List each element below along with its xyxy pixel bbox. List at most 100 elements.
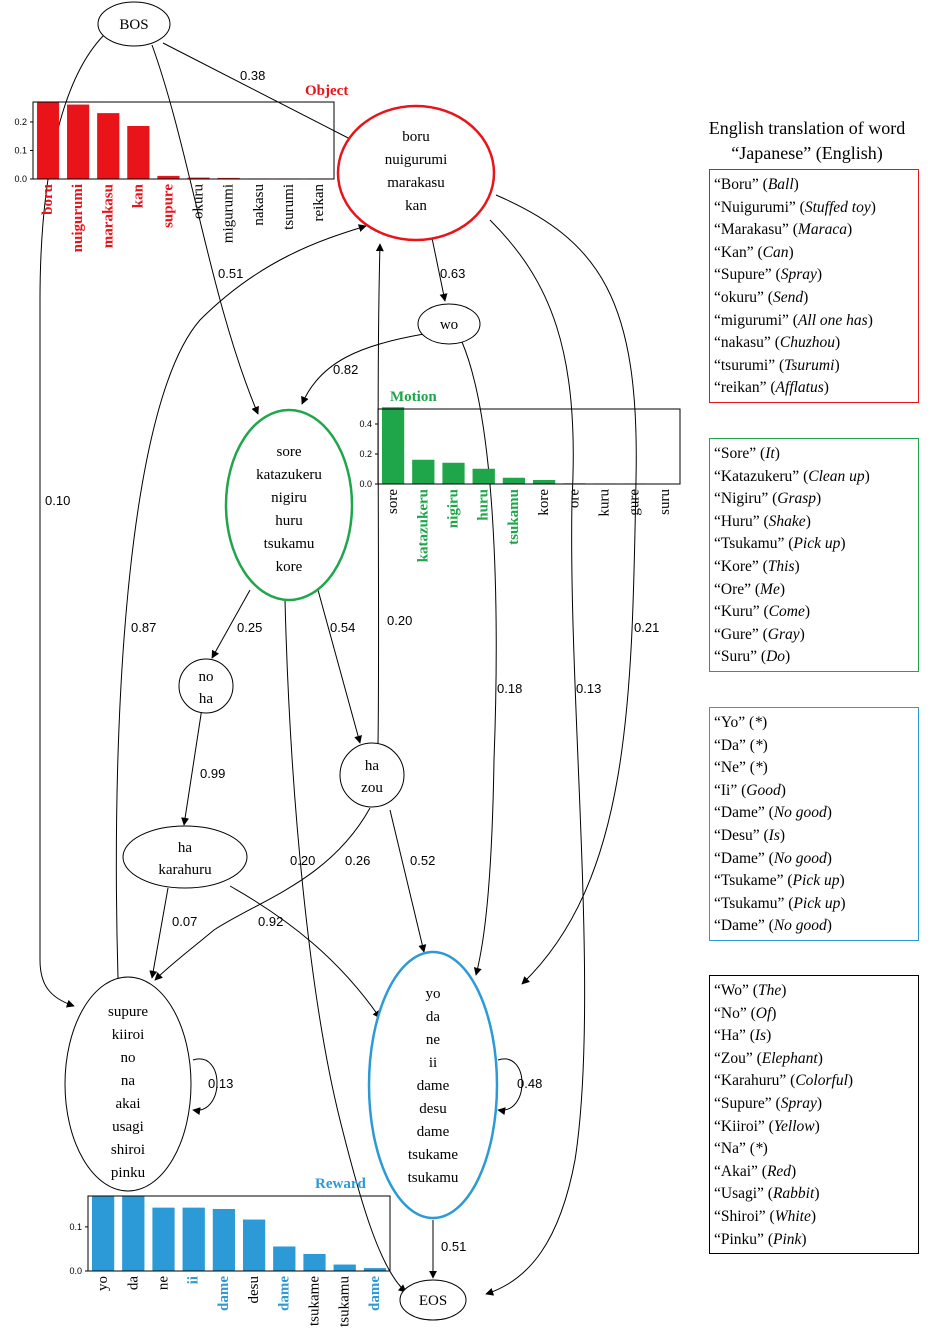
edge-label-supure-self: 0.13 — [208, 1076, 233, 1091]
chart-ytick-label: 0.2 — [359, 449, 372, 459]
translation-meaning: Colorful — [795, 1072, 848, 1090]
edge-label-hakara-reward: 0.92 — [258, 914, 283, 929]
translation-entry: “Katazukeru” (Clean up) — [714, 467, 870, 485]
translation-box-function: “Wo” (The)“No” (Of)“Ha” (Is)“Zou” (Eleph… — [709, 975, 919, 1255]
chart-bar — [412, 459, 435, 485]
edge-bos-motion — [151, 44, 259, 415]
edge-label-bos-motion: 0.51 — [218, 266, 243, 281]
translation-word: “Dame” — [714, 804, 765, 822]
chart-ytick-label: 0.2 — [14, 117, 27, 127]
node-motion-word-5: kore — [276, 559, 303, 575]
translation-entry: “okuru” (Send) — [714, 288, 809, 306]
node-eos: EOS — [399, 1279, 467, 1321]
translation-meaning: Send — [772, 288, 804, 306]
edge-label-object-eos: 0.13 — [576, 681, 601, 696]
edge-object-eos — [485, 219, 586, 1296]
node-reward-word-7: tsukame — [408, 1147, 458, 1163]
chart-bar — [122, 1195, 145, 1272]
translation-meaning: All one has — [797, 311, 868, 329]
edge-label-bos-supure: 0.10 — [45, 493, 70, 508]
edges — [39, 34, 637, 1296]
node-reward-word-1: da — [426, 1009, 441, 1025]
translation-entry: “Ha” (Is) — [714, 1027, 772, 1045]
edge-label-object-reward: 0.21 — [634, 620, 659, 635]
edge-label-noha-hakara: 0.99 — [200, 766, 225, 781]
translation-word: “Wo” — [714, 982, 749, 999]
edge-label-hazou-object: 0.20 — [387, 613, 412, 628]
chart-category-label: kan — [130, 183, 146, 208]
chart-ytick-label: 0.1 — [69, 1222, 82, 1232]
translation-entry: “Marakasu” (Maraca) — [714, 221, 853, 239]
chart-bar — [212, 1208, 236, 1272]
translation-entry: “No” (Of) — [714, 1004, 777, 1022]
edge-hazou-reward — [389, 809, 427, 953]
translation-meaning: Pick up — [793, 535, 841, 553]
translation-meaning: Pink — [772, 1230, 802, 1248]
translation-title-line2: “Japanese” (English) — [731, 143, 883, 163]
translation-entry: “Kiiroi” (Yellow) — [714, 1117, 820, 1135]
edge-label-wo-motion: 0.82 — [333, 362, 358, 377]
node-supure-word-6: shiroi — [111, 1142, 145, 1158]
translation-meaning: Is — [754, 1027, 767, 1045]
edge-noha-hakara — [181, 707, 203, 826]
translation-entry: “Tsukamu” (Pick up) — [714, 535, 846, 553]
node-object-word-1: nuigurumi — [385, 152, 448, 168]
translation-word: “Tsukame” — [714, 872, 784, 890]
node-hakara-word-0: ha — [178, 840, 193, 856]
translation-word: “Gure” — [714, 625, 759, 643]
translation-word: “Karahuru” — [714, 1072, 787, 1090]
node-reward-word-0: yo — [426, 986, 441, 1002]
node-reward-word-5: desu — [419, 1101, 447, 1117]
edge-label-hazou-supure: 0.26 — [345, 853, 370, 868]
edge-label-bos-object: 0.38 — [240, 68, 265, 83]
node-hazou-word-1: zou — [361, 780, 383, 796]
translation-word: “Kan” — [714, 243, 754, 261]
translation-entry: “Supure” (Spray) — [714, 266, 823, 284]
node-eos-label: EOS — [419, 1293, 447, 1309]
translation-meaning: White — [774, 1207, 811, 1225]
chart-bar — [273, 1246, 296, 1272]
translation-word: “Tsukamu” — [714, 535, 785, 553]
translation-meaning: Afflatus — [775, 379, 824, 397]
translation-word: “reikan” — [714, 379, 767, 397]
chart-category-label: nakasu — [251, 184, 267, 226]
translation-word: “Ore” — [714, 580, 751, 598]
chart-frame — [32, 101, 335, 180]
translation-meaning: * — [754, 736, 763, 754]
translation-entry: “Zou” (Elephant) — [714, 1049, 823, 1067]
translation-entry: “tsurumi” (Tsurumi) — [714, 356, 840, 374]
translation-entry: “Pinku” (Pink) — [714, 1230, 807, 1248]
translation-entry: “Shiroi” (White) — [714, 1207, 817, 1225]
chart-frame — [377, 408, 681, 485]
edge-label-wo-reward: 0.18 — [497, 681, 522, 696]
chart-ytick-label: 0.0 — [14, 174, 27, 184]
translation-word: “Sore” — [714, 445, 757, 462]
translation-meaning: No good — [773, 917, 827, 935]
node-supure-word-2: no — [121, 1050, 136, 1066]
translation-meaning: Do — [766, 648, 786, 666]
translation-meaning: Me — [760, 580, 780, 598]
translation-word: “Zou” — [714, 1049, 753, 1067]
node-hazou-word-0: ha — [365, 758, 380, 774]
edge-label-hazou-reward: 0.52 — [410, 853, 435, 868]
translation-entry: “Desu” (Is) — [714, 826, 786, 844]
translation-meaning: This — [767, 557, 795, 575]
chart-category-label: kore — [536, 489, 552, 516]
edge-hazou-object — [375, 243, 384, 746]
translation-word: “Ii” — [714, 781, 738, 799]
translation-meaning: No good — [773, 849, 827, 867]
translation-word: “Kore” — [714, 557, 759, 575]
chart-bar — [442, 462, 465, 485]
chart-category-label: dame — [367, 1276, 383, 1311]
translation-word: “Ne” — [714, 759, 746, 777]
chart-category-label: sore — [385, 489, 401, 514]
translation-meaning: * — [754, 714, 762, 731]
translation-word: “Katazukeru” — [714, 467, 800, 485]
translation-entry: “Huru” (Shake) — [714, 512, 811, 530]
translation-meaning: Good — [746, 781, 781, 799]
edge-motion-eos — [284, 599, 407, 1293]
translation-meaning: Tsurumi — [784, 356, 835, 374]
chart-category-label: tsukame — [307, 1276, 323, 1326]
node-reward-word-8: tsukamu — [408, 1170, 459, 1186]
translation-meaning: It — [765, 445, 775, 462]
